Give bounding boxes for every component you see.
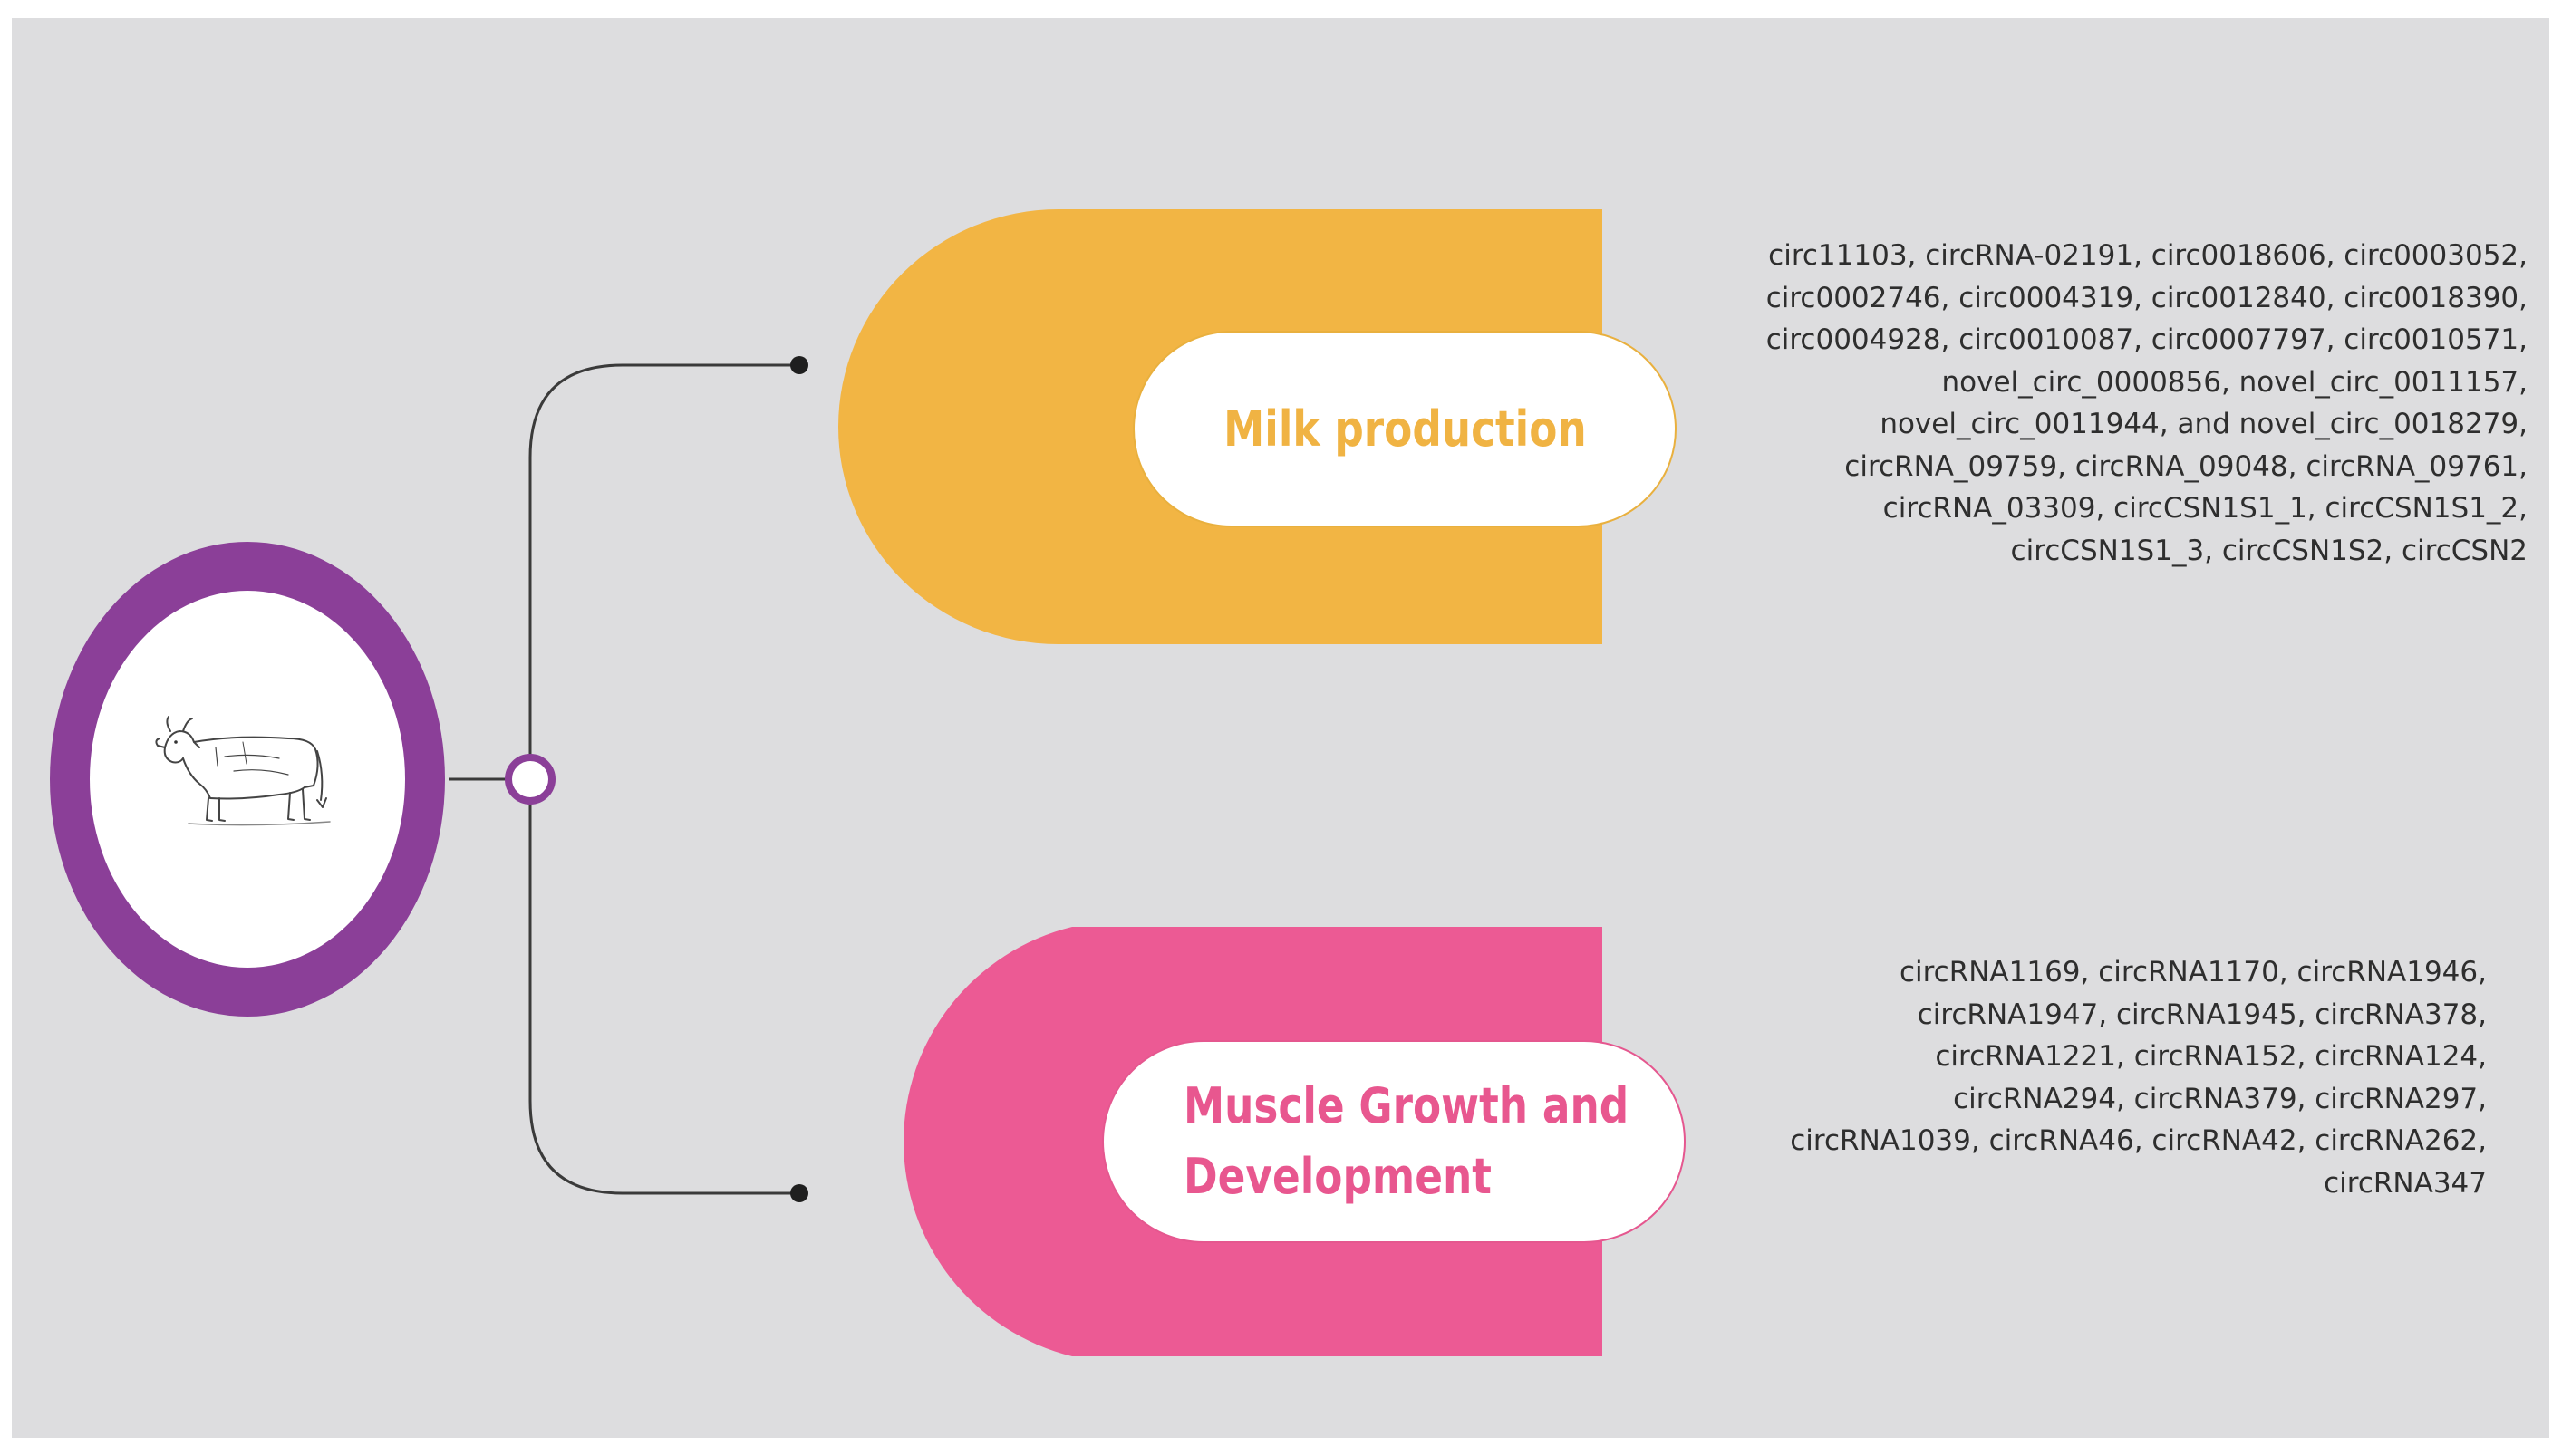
muscle-circrna-line: circRNA1169, circRNA1170, circRNA1946, [1899, 956, 2487, 988]
connector-end-dot-muscle [790, 1184, 808, 1202]
muscle-circrna-line: circRNA1947, circRNA1945, circRNA378, [1917, 998, 2487, 1031]
junction-node [505, 754, 556, 805]
connector-to-milk [528, 363, 799, 759]
muscle-growth-title: Muscle Growth and Development [1184, 1071, 1629, 1212]
muscle-circrna-line: circRNA1039, circRNA46, circRNA42, circR… [1790, 1124, 2487, 1157]
muscle-circrna-line: circRNA294, circRNA379, circRNA297, [1953, 1082, 2487, 1115]
hub-inner [90, 591, 405, 968]
muscle-circrna-line: circRNA1221, circRNA152, circRNA124, [1935, 1040, 2487, 1073]
connector-end-dot-milk [790, 356, 808, 374]
milk-production-label-box: Milk production [1133, 331, 1677, 527]
milk-circrna-line: circRNA_03309, circCSN1S1_1, circCSN1S1_… [1882, 492, 2528, 525]
milk-circrna-line: circ0002746, circ0004319, circ0012840, c… [1765, 281, 2528, 314]
milk-production-title: Milk production [1223, 400, 1587, 458]
milk-circrna-line: novel_circ_0011944, and novel_circ_00182… [1880, 408, 2528, 440]
milk-circrna-line: circCSN1S1_3, circCSN1S2, circCSN2 [2010, 534, 2528, 567]
muscle-growth-title-line: Muscle Growth and [1184, 1077, 1629, 1134]
muscle-growth-label-box: Muscle Growth and Development [1102, 1040, 1686, 1243]
milk-circrna-line: circ11103, circRNA-02191, circ0018606, c… [1768, 239, 2528, 272]
muscle-growth-title-line: Development [1184, 1148, 1492, 1205]
connector-to-muscle [528, 799, 799, 1195]
muscle-circrna-list: circRNA1169, circRNA1170, circRNA1946, c… [1790, 951, 2487, 1204]
milk-circrna-list: circ11103, circRNA-02191, circ0018606, c… [1766, 235, 2528, 572]
milk-circrna-line: novel_circ_0000856, novel_circ_0011157, [1941, 365, 2528, 399]
milk-circrna-line: circ0004928, circ0010087, circ0007797, c… [1765, 323, 2528, 356]
milk-circrna-line: circRNA_09759, circRNA_09048, circRNA_09… [1844, 449, 2528, 483]
cow-icon [155, 716, 331, 826]
muscle-circrna-line: circRNA347 [2324, 1166, 2487, 1200]
